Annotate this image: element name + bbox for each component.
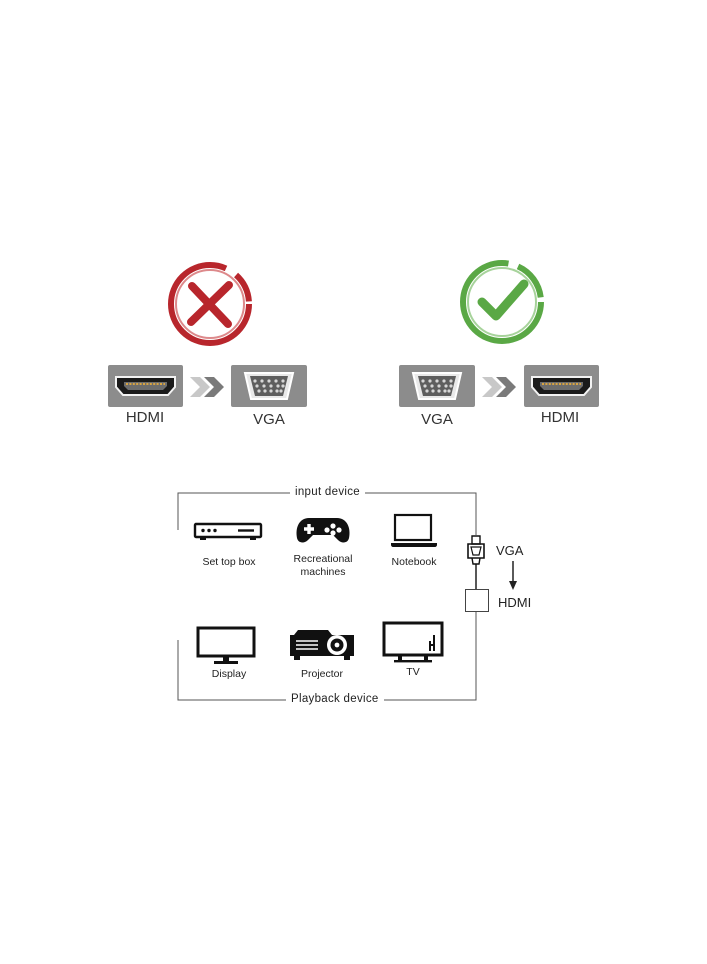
hdmi-port-icon [531, 376, 592, 396]
hdmi-port-box [524, 365, 599, 407]
vga-port-box [399, 365, 475, 407]
playback-device-title: Playback device [286, 693, 384, 705]
vga-port-icon [411, 372, 463, 400]
vga-port-box [231, 365, 307, 407]
adapter-hdmi-label: HDMI [498, 595, 532, 610]
green-check-circle-icon [460, 260, 544, 344]
notebook-icon [391, 513, 437, 547]
hdmi-port-icon [115, 376, 176, 396]
tv-label: TV [406, 666, 420, 678]
hdmi-label: HDMI [125, 409, 165, 426]
notebook-label: Notebook [391, 556, 437, 568]
red-cross-circle-icon [168, 262, 252, 346]
projector-label: Projector [300, 668, 343, 680]
vga-label: VGA [253, 411, 285, 428]
display-label: Display [211, 668, 247, 680]
vga-connector-icon [467, 535, 485, 590]
projector-icon [290, 630, 354, 660]
recreational-machines-label: Recreational machines [293, 553, 353, 578]
hdmi-label: HDMI [540, 409, 580, 426]
vga-label: VGA [421, 411, 453, 428]
set-top-box-icon [193, 522, 263, 540]
input-device-title: input device [290, 486, 365, 498]
display-icon [196, 626, 256, 664]
set-top-box-label: Set top box [202, 556, 256, 568]
vga-port-icon [243, 372, 295, 400]
double-chevron-arrow-icon [482, 377, 516, 397]
gamepad-icon [296, 518, 350, 543]
double-chevron-arrow-icon [190, 377, 224, 397]
hdmi-port-box [108, 365, 183, 407]
adapter-vga-label: VGA [496, 543, 524, 558]
down-arrow-icon [509, 561, 517, 590]
tv-icon [382, 621, 444, 663]
hdmi-adapter-box [465, 589, 489, 612]
